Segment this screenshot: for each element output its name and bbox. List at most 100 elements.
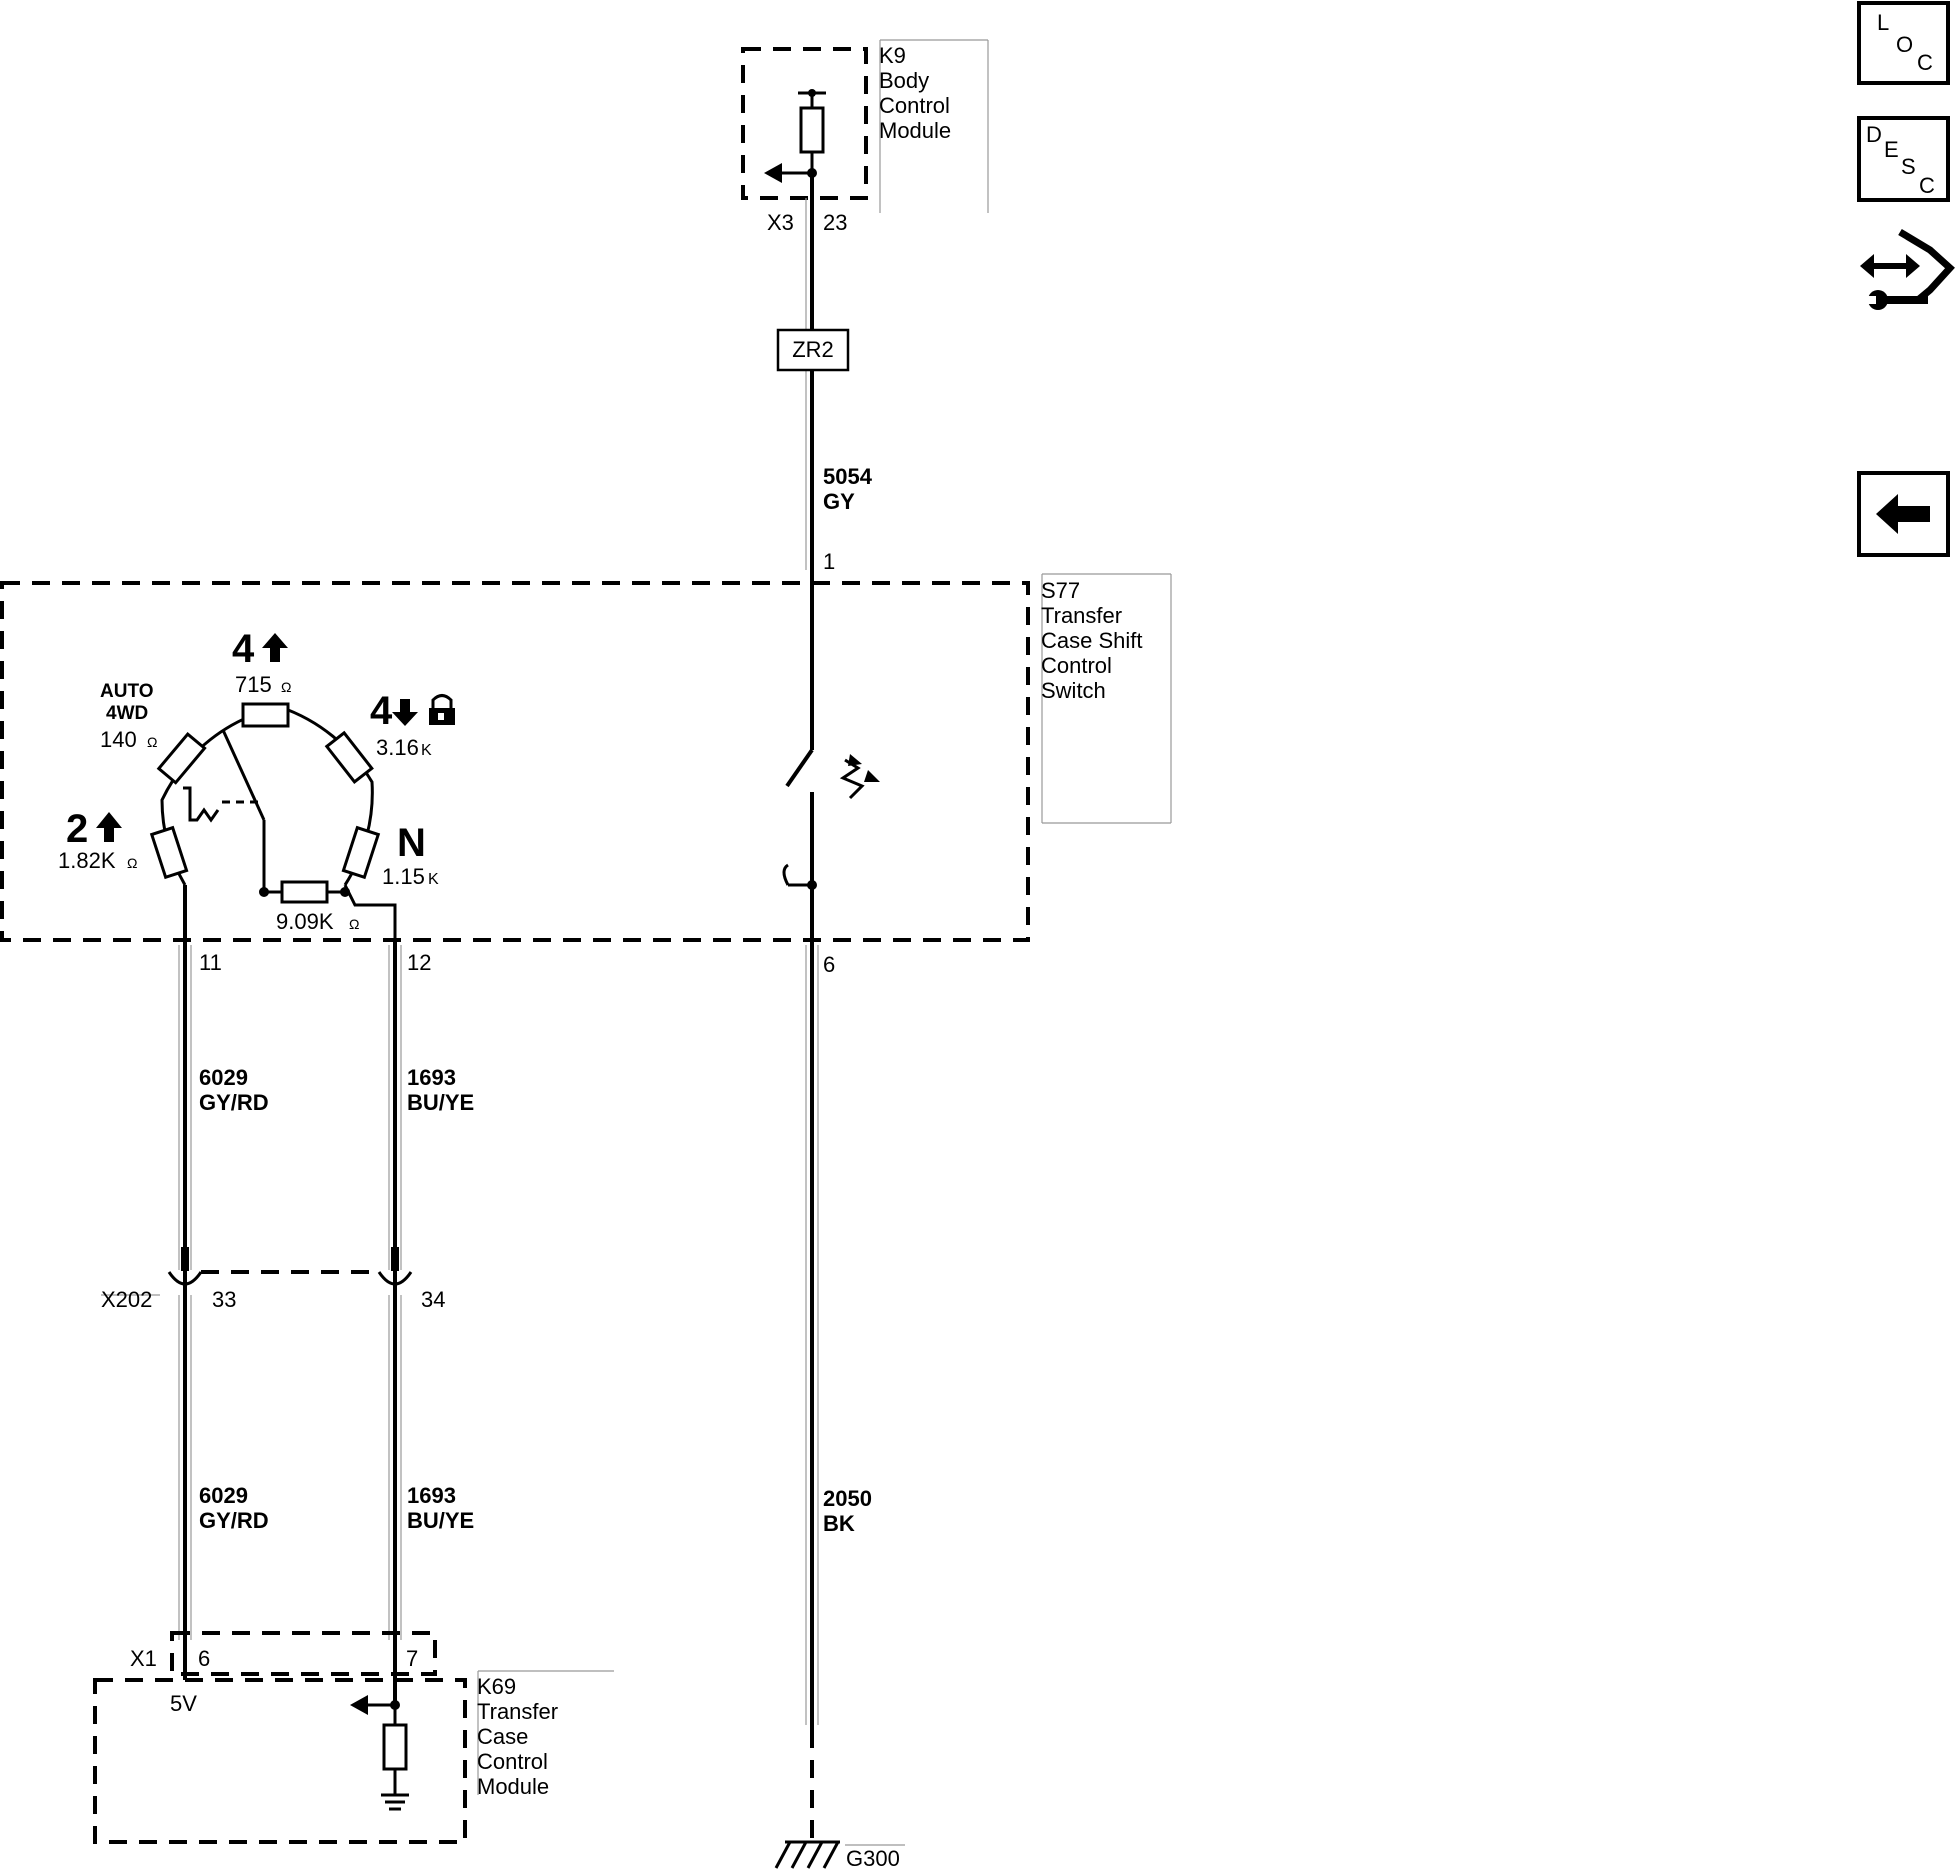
mechanical-link-icon [183,786,220,823]
pos-2hi-unit: Ω [127,855,137,871]
x1-connector-outline [170,1631,437,1676]
up-arrow-icon [262,633,288,662]
g300-ground: G300 [774,1730,905,1869]
wire-6029-lower-circuit: 6029 [199,1483,248,1508]
wire-5054-color: GY [823,489,855,514]
down-arrow-icon [392,699,418,726]
desc-letter-c: C [1919,173,1935,198]
s77-line1: Transfer [1041,603,1122,628]
loc-letter-o: O [1896,32,1913,57]
wire-6029-upper-circuit: 6029 [199,1065,248,1090]
loc-letter-l: L [1877,10,1889,35]
zr2-option-box [776,328,850,372]
x202-pin-34: 34 [421,1287,445,1312]
resistor-2hi [149,825,189,880]
k9-line2: Control [879,93,950,118]
wire-6029-lower-color: GY/RD [199,1508,269,1533]
pos-auto-line1: AUTO [100,681,153,702]
resistor-neutral [341,825,381,880]
k9-pin: 23 [823,210,847,235]
k69-line2: Case [477,1724,528,1749]
resistor-auto-4wd [156,731,207,785]
series-value: 9.09K [276,909,334,934]
k9-line3: Module [879,118,951,143]
desc-button[interactable]: D E S C [1857,116,1950,202]
k9-line1: Body [879,68,929,93]
wire-6029-upper-color: GY/RD [199,1090,269,1115]
pos-neutral-value: 1.15 [382,864,425,889]
k9-pullup-resistor [799,106,825,154]
loc-button[interactable]: L O C [1857,1,1950,85]
pos-2hi-value: 1.82K [58,848,116,873]
g300-label: G300 [846,1846,900,1869]
k69-transfer-case-control-module: X1 6 7 5V K69 Transfer Case Control Modu… [93,1631,614,1844]
wire-1693-upper-color: BU/YE [407,1090,474,1115]
k69-pulldown-resistor [382,1723,408,1771]
k69-line4: Module [477,1774,549,1799]
wire-1693-lower-color: BU/YE [407,1508,474,1533]
k69-connector: X1 [130,1646,157,1671]
loc-letter-c: C [1917,50,1933,75]
s77-pin-11: 11 [199,950,222,975]
k69-input-arrow-icon [350,1695,368,1715]
pos-auto-unit: Ω [147,734,157,750]
pos-auto-value: 140 [100,727,137,752]
s77-pin-12: 12 [407,950,431,975]
s77-line4: Switch [1041,678,1106,703]
s77-transfer-case-shift-control-switch: S77 Transfer Case Shift Control Switch [0,573,1172,942]
pos-neutral-unit: K [428,871,439,888]
wire-5054-circuit: 5054 [823,464,873,489]
desc-letter-d: D [1866,122,1882,147]
resistor-series-9k [280,880,329,904]
k9-input-arrow-icon [764,163,782,183]
pos-4hi-value: 715 [235,672,272,697]
resistor-4hi [241,702,290,728]
k69-voltage: 5V [170,1691,197,1716]
k9-connector: X3 [767,210,794,235]
pos-neutral-glyph: N [397,821,426,865]
pos-auto-line2: 4WD [106,703,148,724]
wire-2050-circuit: 2050 [823,1486,872,1511]
connector-repair-icon[interactable] [1860,228,1955,310]
pos-4lo-unit: K [421,742,432,759]
back-button[interactable] [1857,471,1950,557]
wire-1693-lower-circuit: 1693 [407,1483,456,1508]
wire-1693 [388,940,402,1705]
k9-body-control-module: K9 Body Control Module X3 23 [741,39,989,235]
x202-pin-33: 33 [212,1287,236,1312]
pos-2hi-glyph: 2 [66,807,88,851]
s77-ref: S77 [1041,578,1080,603]
s77-pin-6: 6 [823,952,835,977]
desc-letter-s: S [1901,154,1916,179]
pos-4hi-unit: Ω [281,679,291,695]
s77-line2: Case Shift [1041,628,1143,653]
zr2-label: ZR2 [792,337,834,362]
resistor-4lo [324,730,374,785]
pos-4hi-glyph: 4 [232,627,255,671]
lock-icon [429,694,455,725]
back-arrow-icon [1876,494,1930,534]
selector-wiper [221,729,266,821]
k69-line3: Control [477,1749,548,1774]
series-unit: Ω [349,916,359,932]
ground-icon [381,1793,409,1811]
k69-ref: K69 [477,1674,516,1699]
wire-6029 [178,940,192,1680]
s77-line3: Control [1041,653,1112,678]
wire-1693-upper-circuit: 1693 [407,1065,456,1090]
up-arrow-icon [96,812,122,842]
x202-inline-connector: X202 33 34 [101,1270,445,1312]
s77-pin-1: 1 [823,549,835,574]
momentary-switch-icon [839,754,880,800]
k69-pin-6: 6 [198,1646,210,1671]
x202-name: X202 [101,1287,152,1312]
pos-4lo-glyph: 4 [370,689,393,733]
switch-contact [785,748,814,788]
pos-4lo-value: 3.16 [376,735,419,760]
k69-pin-7: 7 [406,1646,418,1671]
k69-line1: Transfer [477,1699,558,1724]
k9-ref: K9 [879,43,906,68]
desc-letter-e: E [1884,137,1899,162]
wire-2050-color: BK [823,1511,855,1536]
